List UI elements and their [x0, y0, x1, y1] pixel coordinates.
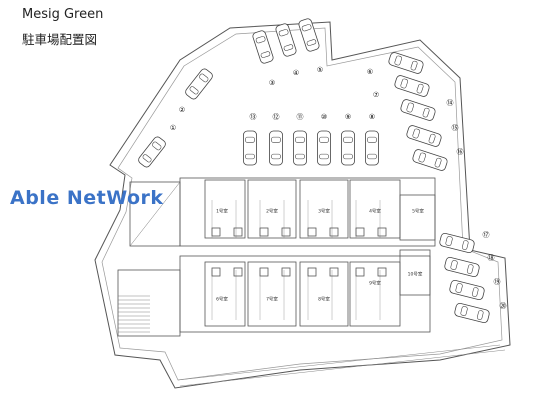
parking-space-number: ②	[179, 106, 185, 114]
parking-space-number: ⑥	[367, 68, 373, 76]
fixture	[355, 267, 365, 277]
room-label: 2号室	[266, 208, 278, 215]
wall-outline	[129, 181, 181, 247]
wall-outline	[299, 179, 349, 239]
site-boundary	[94, 21, 511, 389]
parked-car	[444, 257, 480, 277]
parked-car	[454, 303, 490, 323]
wall-outline	[399, 194, 436, 241]
parking-space-number: ⑬	[250, 113, 257, 121]
parking-space-number: ⑨	[345, 113, 351, 121]
fixture	[307, 267, 317, 277]
parked-cars	[138, 18, 490, 323]
parking-space-number: ⑳	[500, 302, 507, 310]
parking-space-number: ④	[293, 69, 299, 77]
parked-car	[394, 75, 430, 97]
wall-outline	[117, 269, 181, 337]
fixture	[377, 267, 387, 277]
parked-car	[275, 23, 297, 57]
fixture	[307, 227, 317, 237]
parking-space-number: ⑪	[297, 113, 304, 121]
fixture	[281, 267, 291, 277]
parking-space-numbers: ① ② ③ ④ ⑤ ⑥ ⑦ ⑧ ⑨ ⑩ ⑪ ⑫ ⑬ ⑭ ⑮ ⑯ ⑰ ⑱ ⑲ ⑳	[170, 66, 507, 310]
parking-space-number: ⑰	[483, 231, 490, 239]
wall-outline	[247, 179, 297, 239]
watermark-logo: Able NetWork	[10, 187, 164, 209]
fixture	[211, 267, 221, 277]
parking-space-number: ⑭	[447, 99, 454, 107]
parked-car	[185, 68, 213, 100]
parking-space-number: ③	[269, 79, 275, 87]
wall-outline	[349, 261, 401, 327]
parking-space-number: ⑫	[273, 113, 280, 121]
room-label: 6号室	[216, 296, 228, 303]
room-label: 3号室	[318, 208, 330, 215]
parking-space-number: ①	[170, 124, 176, 132]
wall-outline	[204, 261, 246, 327]
property-name: Mesig Green	[22, 7, 104, 22]
parked-car	[439, 233, 475, 253]
parked-car	[400, 99, 436, 121]
parked-car	[365, 130, 379, 166]
parked-car	[298, 18, 320, 52]
wall-outline	[247, 261, 297, 327]
apartment-building: 1号室 2号室 3号室 4号室 5号室 6号室 7号室 8号室 9号室 10号室	[117, 177, 436, 337]
parked-car	[449, 280, 485, 300]
room-label: 1号室	[216, 208, 228, 215]
parked-car	[138, 136, 166, 168]
parked-car	[412, 149, 448, 171]
parked-car	[317, 130, 331, 166]
room-label: 9号室	[369, 280, 381, 287]
parked-car	[341, 130, 355, 166]
wall-outline	[204, 179, 246, 239]
wall-outline	[179, 255, 431, 333]
room-label: 7号室	[266, 296, 278, 303]
fixture	[377, 227, 387, 237]
parking-space-number: ⑤	[317, 66, 323, 74]
parking-space-number: ⑮	[452, 124, 459, 132]
fixture	[233, 227, 243, 237]
parking-space-number: ⑧	[369, 113, 375, 121]
fixture	[355, 227, 365, 237]
parked-car	[252, 30, 274, 64]
fixture	[329, 267, 339, 277]
wall-outline	[399, 249, 431, 296]
parking-space-number: ⑦	[373, 91, 379, 99]
parked-car	[388, 52, 424, 74]
parking-space-number: ⑲	[494, 278, 501, 286]
parked-car	[243, 130, 257, 166]
parking-space-number: ⑯	[457, 148, 464, 156]
parking-space-number: ⑩	[321, 113, 327, 121]
fixture	[233, 267, 243, 277]
room-label: 8号室	[318, 296, 330, 303]
fixture	[211, 227, 221, 237]
fixture	[259, 267, 269, 277]
room-label: 5号室	[412, 208, 424, 215]
parked-car	[269, 130, 283, 166]
room-label: 4号室	[369, 208, 381, 215]
fixture	[281, 227, 291, 237]
parking-space-number: ⑱	[488, 254, 495, 262]
fixture	[259, 227, 269, 237]
parked-car	[406, 125, 442, 147]
wall-outline	[299, 261, 349, 327]
stairs	[129, 181, 181, 247]
fixture	[329, 227, 339, 237]
plan-title: 駐車場配置図	[22, 32, 98, 47]
parked-car	[293, 130, 307, 166]
room-label: 10号室	[408, 271, 423, 278]
